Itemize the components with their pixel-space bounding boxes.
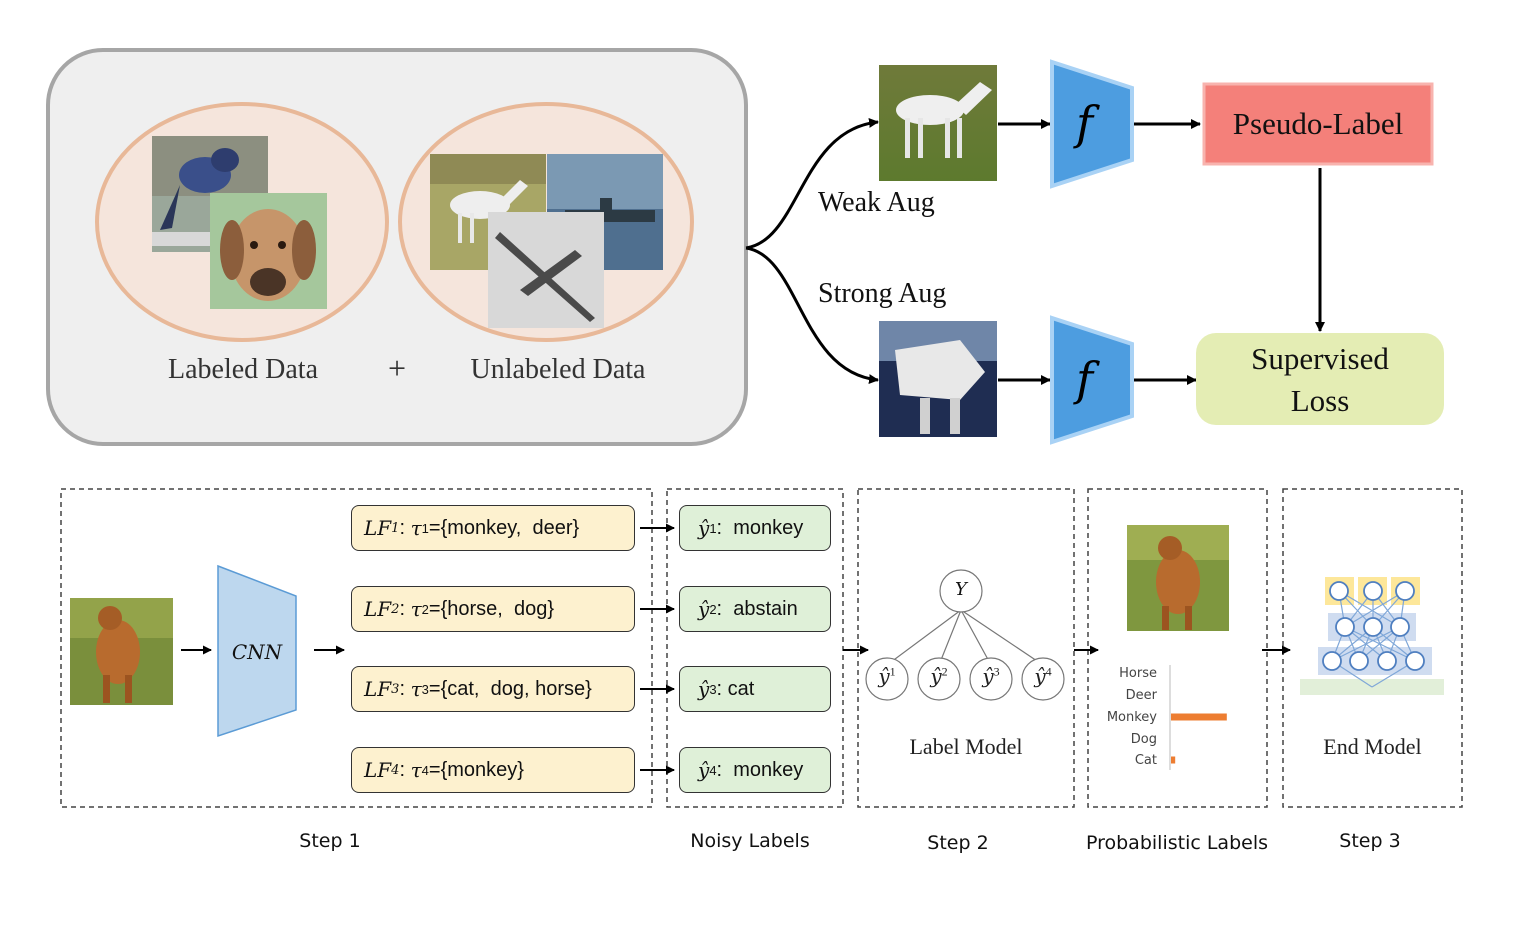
strong-aug-arrow xyxy=(745,246,879,385)
prob-chart-category: Dog xyxy=(1130,732,1157,747)
supervised-loss-text-2: Loss xyxy=(1290,383,1350,418)
label-model-caption: Label Model xyxy=(909,734,1023,759)
cnn-label: CNN xyxy=(231,640,283,664)
label-model-leaf-label: ŷ4 xyxy=(1034,664,1052,688)
prob-bar-monkey xyxy=(1171,713,1227,721)
label-model-root-label: Y xyxy=(955,579,967,600)
model-f-strong xyxy=(1050,315,1134,445)
label-model-root-node xyxy=(939,569,983,613)
prob-chart-category: Deer xyxy=(1125,688,1157,703)
strong-aug-horse-image xyxy=(879,321,997,437)
prob-labels-frame xyxy=(1087,488,1268,808)
label-model-graph xyxy=(886,609,1044,666)
step2-frame xyxy=(857,488,1075,808)
weak-aug-label: Weak Aug xyxy=(818,187,935,218)
model-f-strong-label: f xyxy=(1076,352,1094,406)
label-model-leaf-label: ŷ2 xyxy=(930,664,948,688)
top-diagram xyxy=(46,48,1444,446)
plus-sign: + xyxy=(387,350,407,386)
supervised-loss-box xyxy=(1196,333,1444,425)
pseudo-label-box xyxy=(1202,82,1434,166)
label-model-leaf-label: ŷ1 xyxy=(878,664,896,688)
label-model-leaf-label: ŷ3 xyxy=(982,664,1000,688)
model-f-weak xyxy=(1050,59,1134,189)
prob-bar-cat xyxy=(1171,756,1176,764)
prob-chart-category: Cat xyxy=(1134,753,1157,768)
prob-chart-category: Horse xyxy=(1119,666,1157,681)
labeled-data-label: Labeled Data xyxy=(167,354,319,385)
end-model-network xyxy=(1300,577,1444,695)
noisy-labels-frame xyxy=(666,488,844,808)
pseudo-label-text: Pseudo-Label xyxy=(1232,106,1404,141)
prob-chart-bars xyxy=(1171,713,1227,764)
weak-aug-horse-image xyxy=(879,65,997,181)
step3-caption: Step 3 xyxy=(1339,830,1401,852)
monkey-prob-image xyxy=(1127,525,1229,631)
label-model-leaf-node xyxy=(969,657,1013,701)
label-model-leaf-node xyxy=(1021,657,1065,701)
supervised-loss-text-1: Supervised xyxy=(1251,341,1389,376)
step1-frame xyxy=(60,488,653,808)
strong-aug-label: Strong Aug xyxy=(818,278,947,309)
unlabeled-data-label: Unlabeled Data xyxy=(470,354,646,385)
model-f-weak-label: f xyxy=(1076,96,1094,150)
airplane-image xyxy=(488,212,604,328)
prob-chart-category: Monkey xyxy=(1106,710,1157,725)
weak-aug-arrow xyxy=(745,117,879,250)
step1-caption: Step 1 xyxy=(299,830,361,852)
prob-labels-caption: Probabilistic Labels xyxy=(1085,832,1268,854)
end-model-caption: End Model xyxy=(1323,734,1422,759)
label-model-leaf-node xyxy=(865,657,909,701)
monkey-input-image xyxy=(70,598,173,705)
cnn-block xyxy=(217,564,297,738)
step2-caption: Step 2 xyxy=(927,832,989,854)
noisy-labels-caption: Noisy Labels xyxy=(690,830,810,852)
step3-frame xyxy=(1282,488,1463,808)
bottom-diagram xyxy=(60,488,1463,808)
label-model-leaf-node xyxy=(917,657,961,701)
dog-image xyxy=(210,193,327,309)
